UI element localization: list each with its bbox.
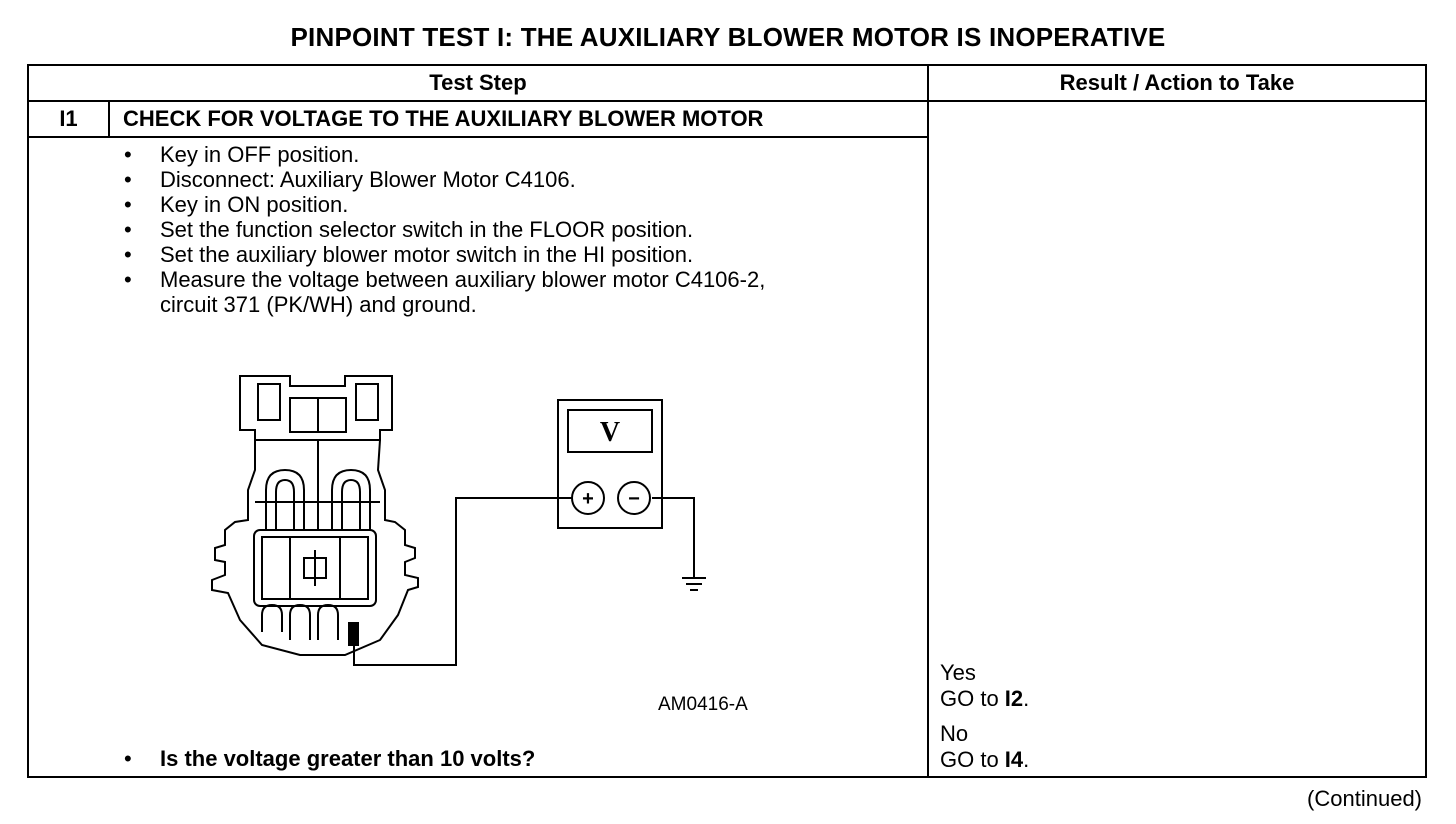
test-table bbox=[27, 64, 1427, 778]
instruction-item: •Key in ON position. bbox=[124, 192, 349, 217]
volt-symbol: V bbox=[600, 417, 620, 448]
step-title-divider bbox=[27, 136, 929, 138]
instruction-item: •Measure the voltage between auxiliary b… bbox=[124, 267, 766, 292]
header-test-step: Test Step bbox=[429, 70, 527, 95]
page-title: PINPOINT TEST I: THE AUXILIARY BLOWER MO… bbox=[290, 22, 1166, 52]
instruction-item: •Disconnect: Auxiliary Blower Motor C410… bbox=[124, 167, 576, 192]
column-divider bbox=[927, 64, 929, 778]
result-yes-action: GO to I2. bbox=[940, 686, 1030, 711]
step-title: CHECK FOR VOLTAGE TO THE AUXILIARY BLOWE… bbox=[123, 106, 764, 131]
plus-terminal-icon: + bbox=[582, 488, 594, 510]
instruction-item-continuation: circuit 371 (PK/WH) and ground. bbox=[160, 292, 477, 317]
header-result: Result / Action to Take bbox=[1059, 70, 1295, 95]
result-yes-target: I2 bbox=[1004, 686, 1024, 711]
figure-id: AM0416-A bbox=[658, 694, 748, 715]
result-no-label: No bbox=[940, 721, 969, 746]
instruction-item: •Key in OFF position. bbox=[124, 142, 360, 167]
step-id: I1 bbox=[59, 106, 78, 131]
continued-note: (Continued) bbox=[1307, 786, 1422, 811]
step-question: • Is the voltage greater than 10 volts? bbox=[124, 746, 536, 771]
result-no-target: I4 bbox=[1004, 747, 1024, 772]
minus-terminal-icon: − bbox=[628, 488, 640, 510]
result-yes-label: Yes bbox=[940, 660, 976, 685]
instruction-item: •Set the auxiliary blower motor switch i… bbox=[124, 242, 694, 267]
result-no-action: GO to I4. bbox=[940, 747, 1030, 772]
header-divider bbox=[27, 100, 1427, 102]
step-id-divider bbox=[108, 100, 110, 138]
instruction-item: •Set the function selector switch in the… bbox=[124, 217, 694, 242]
instruction-list: •Key in OFF position. •Disconnect: Auxil… bbox=[120, 142, 765, 317]
